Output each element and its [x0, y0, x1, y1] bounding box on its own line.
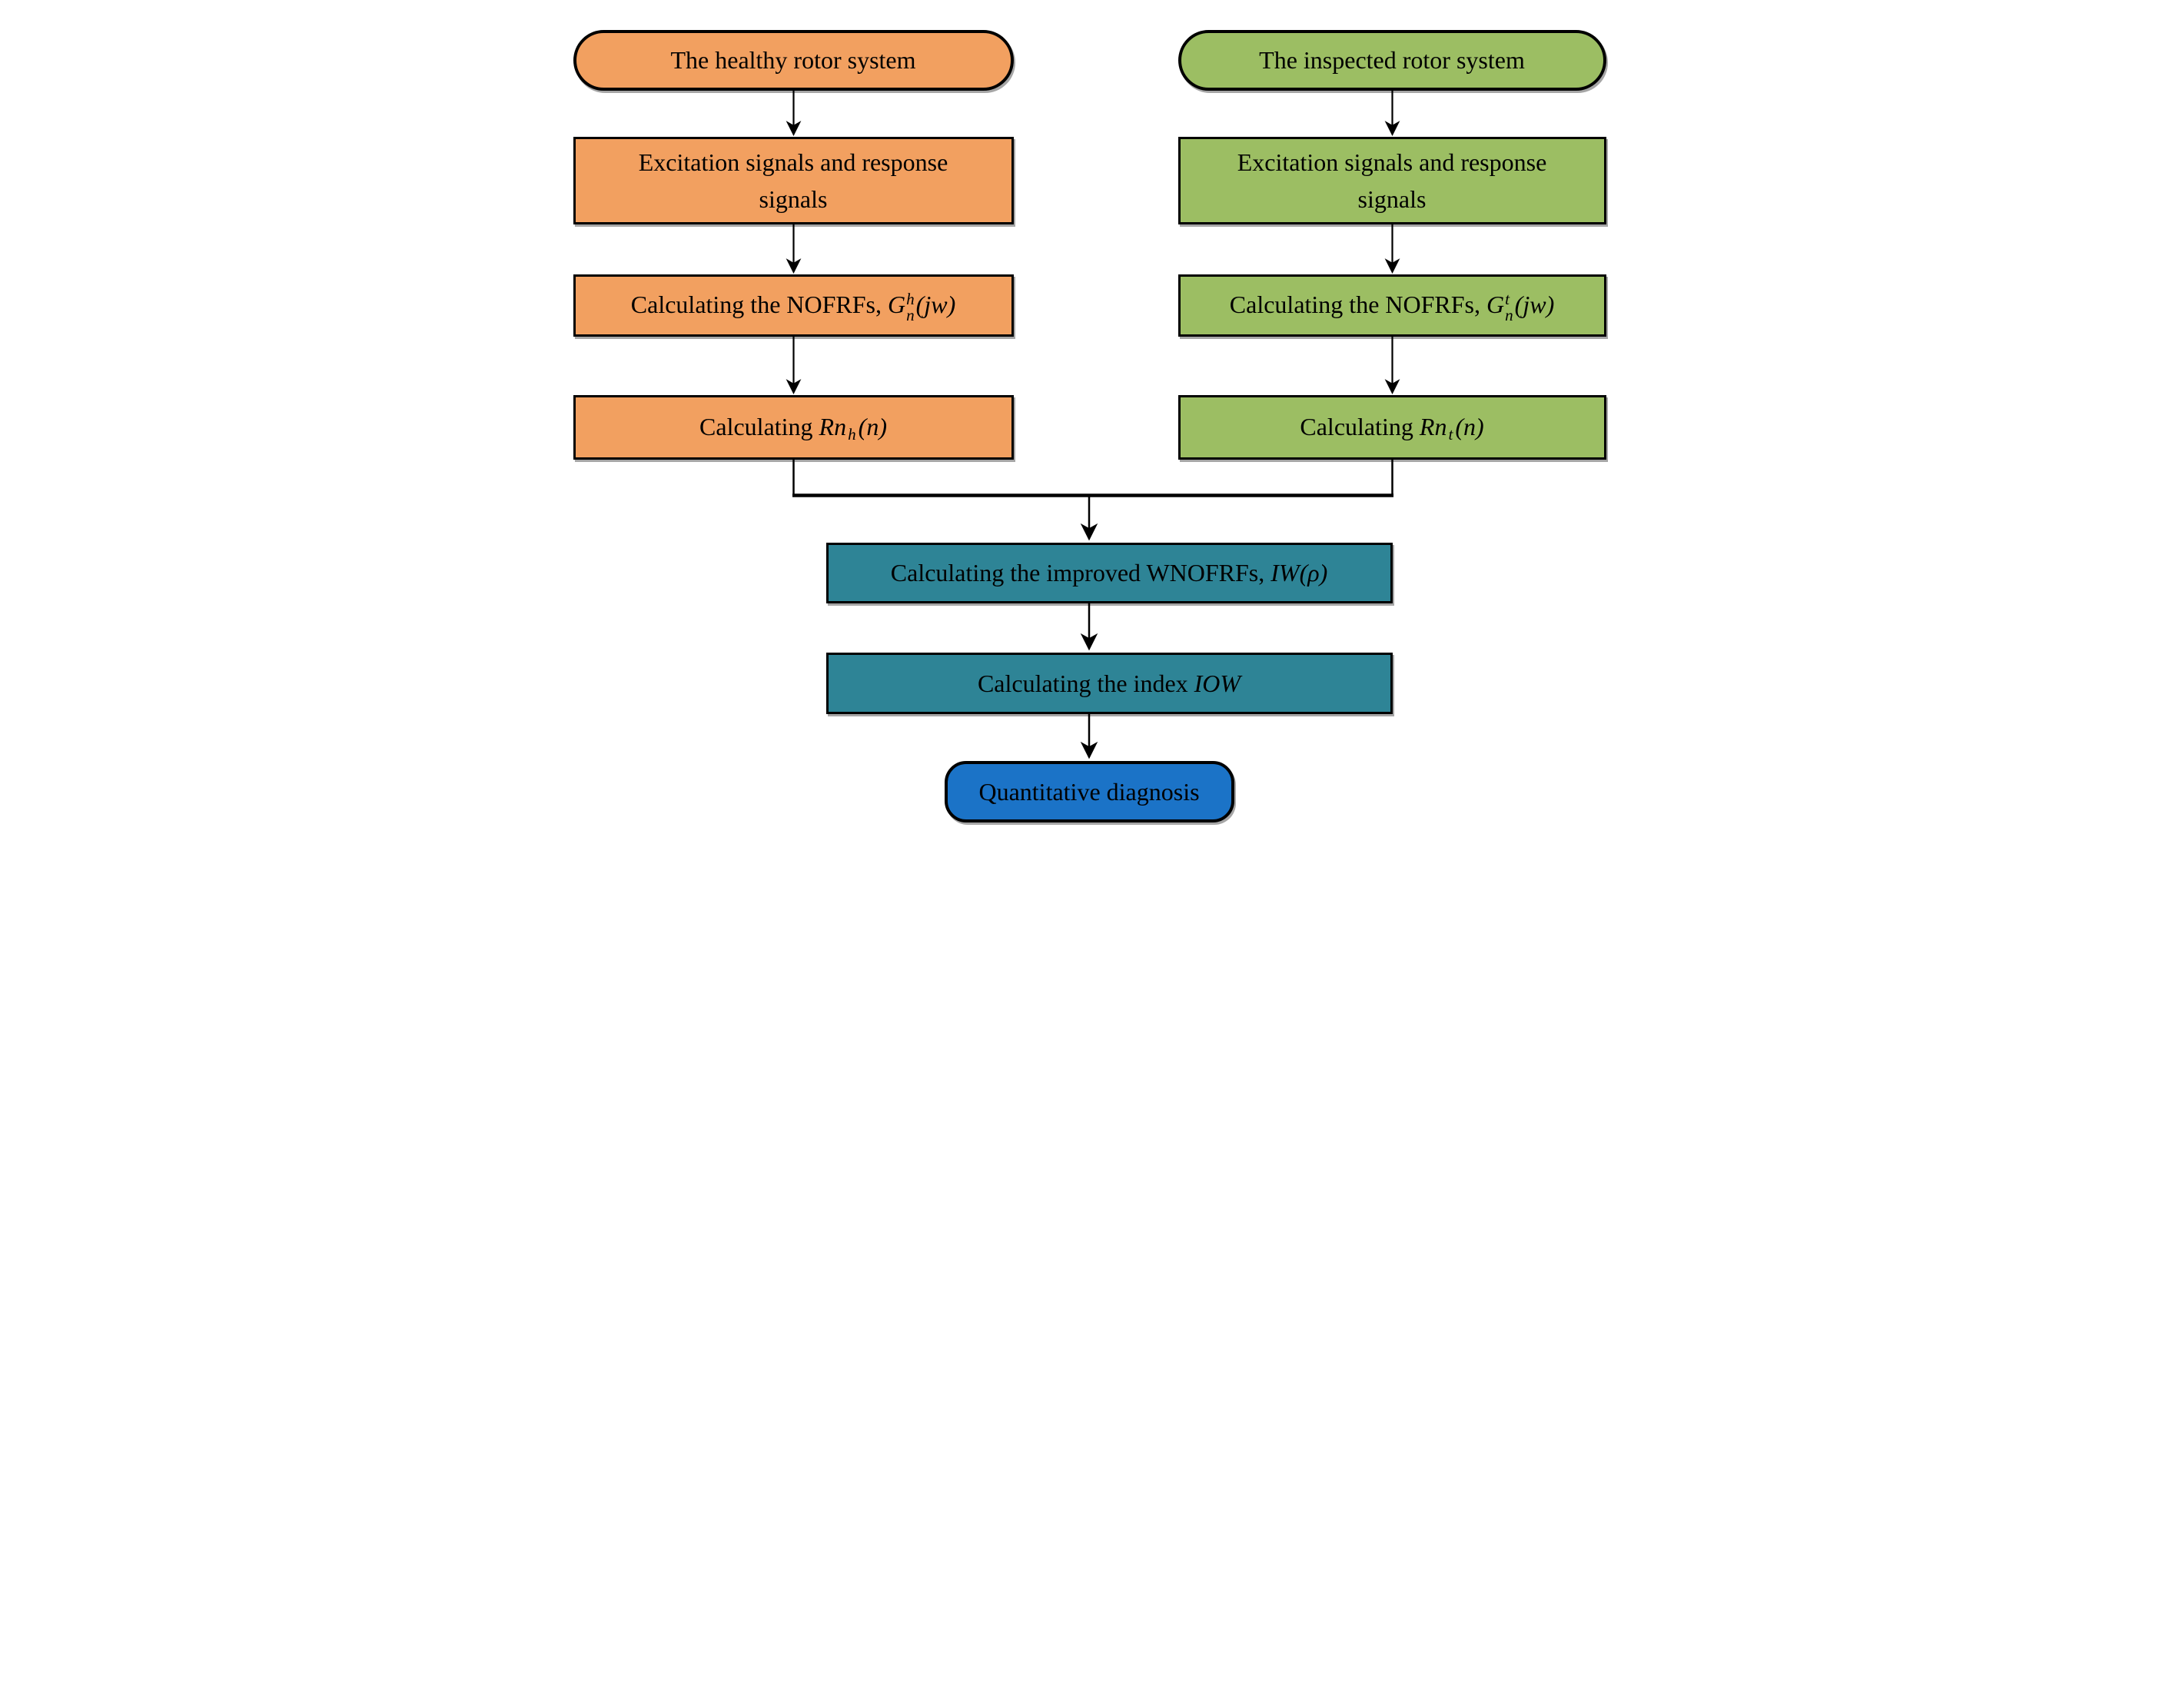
- node-improved-wnofrfs: Calculating the improved WNOFRFs, IW(ρ): [825, 543, 1393, 603]
- math-subscript: t: [1448, 424, 1453, 444]
- math-symbol-G: G: [888, 291, 906, 319]
- node-label-line2: signals: [1357, 185, 1427, 213]
- node-label-prefix: Calculating the improved WNOFRFs,: [890, 559, 1271, 587]
- math-symbol-IW: IW: [1271, 559, 1300, 587]
- math-superscript: h: [906, 289, 915, 308]
- node-label-line1: Excitation signals and response: [638, 148, 948, 176]
- node-label: The inspected rotor system: [1259, 46, 1525, 75]
- math-symbol-IOW: IOW: [1194, 669, 1241, 697]
- math-args: (ρ): [1299, 559, 1328, 587]
- node-label-prefix: Calculating the index: [977, 669, 1194, 697]
- node-label-line2: signals: [759, 185, 828, 213]
- math-superscript: t: [1505, 289, 1510, 308]
- node-rn-inspected: Calculating Rnt(n): [1178, 395, 1606, 460]
- flowchart-canvas: The healthy rotor system The inspected r…: [542, 0, 1627, 854]
- math-args: (n): [858, 412, 887, 440]
- node-signals-healthy: Excitation signals and response signals: [573, 137, 1014, 224]
- math-args: (jw): [1514, 291, 1555, 319]
- math-subscript: h: [848, 424, 856, 444]
- math-args: (jw): [915, 291, 956, 319]
- node-index-iow: Calculating the index IOW: [825, 653, 1393, 714]
- math-subscript: n: [1505, 306, 1513, 325]
- math-symbol-Rn: Rn: [819, 412, 847, 440]
- node-label-prefix: Calculating: [1300, 412, 1420, 440]
- node-label-prefix: Calculating the NOFRFs,: [1229, 291, 1486, 319]
- node-label: The healthy rotor system: [670, 46, 916, 75]
- node-label-prefix: Calculating: [699, 412, 819, 440]
- math-subscript: n: [906, 306, 915, 325]
- flow-connectors: [786, 91, 1400, 759]
- math-symbol-G: G: [1486, 291, 1505, 319]
- node-quantitative-diagnosis: Quantitative diagnosis: [944, 761, 1234, 822]
- math-symbol-Rn: Rn: [1419, 412, 1447, 440]
- node-label: Quantitative diagnosis: [978, 777, 1200, 806]
- node-label-line1: Excitation signals and response: [1237, 148, 1547, 176]
- node-label-prefix: Calculating the NOFRFs,: [630, 291, 888, 319]
- node-signals-inspected: Excitation signals and response signals: [1178, 137, 1606, 224]
- node-rn-healthy: Calculating Rnh(n): [573, 395, 1014, 460]
- node-inspected-rotor-system: The inspected rotor system: [1178, 30, 1606, 91]
- math-args: (n): [1455, 412, 1484, 440]
- node-healthy-rotor-system: The healthy rotor system: [573, 30, 1014, 91]
